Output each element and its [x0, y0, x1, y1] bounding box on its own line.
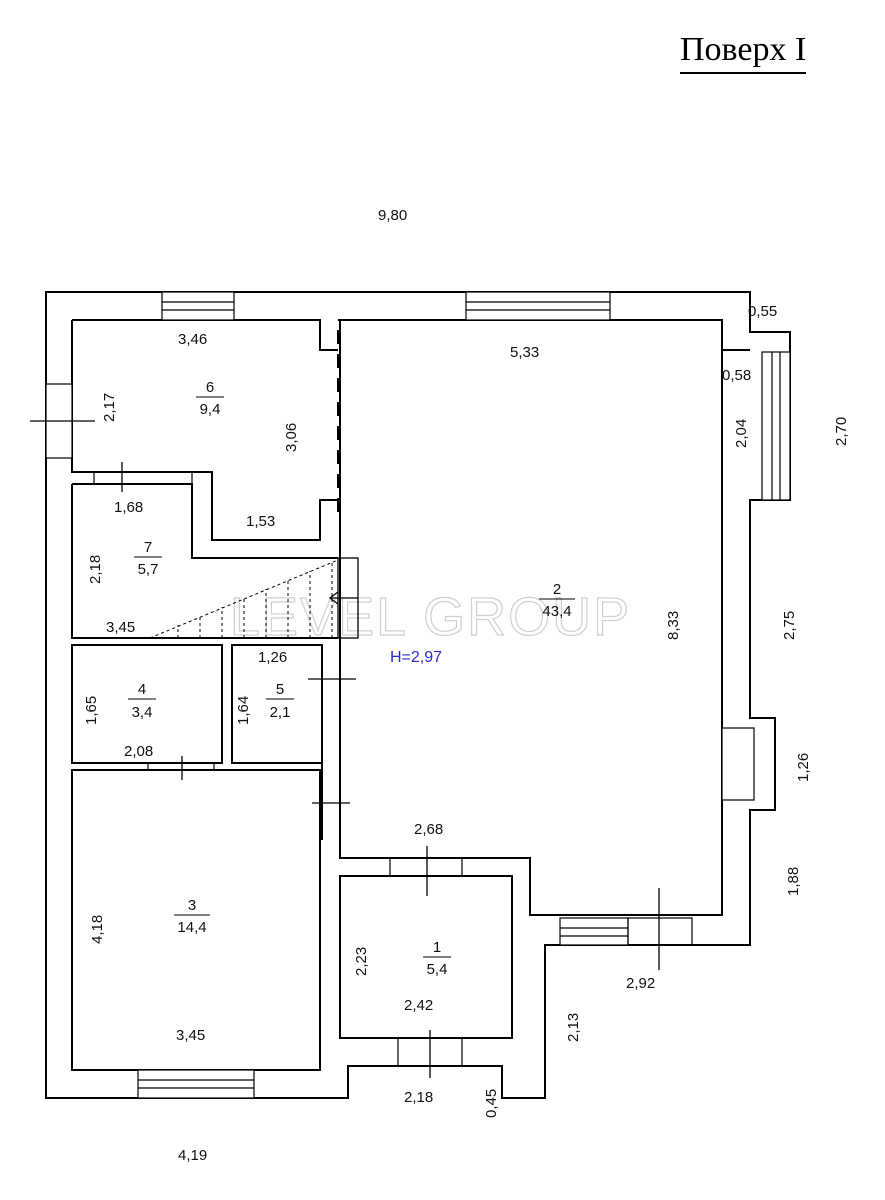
svg-text:3,4: 3,4: [132, 704, 153, 721]
dim-r3-h: 4,18: [89, 915, 106, 944]
dim-r7-stair: 3,45: [106, 619, 135, 636]
room-label-7: 7 5,7: [134, 539, 162, 578]
window-room-1-top: [389, 857, 463, 877]
dim-r5-w: 1,26: [258, 649, 287, 666]
door-ticks: [30, 420, 660, 1078]
room-4-walls: [71, 644, 223, 764]
dim-r1-h: 2,23: [353, 947, 370, 976]
room-label-1: 1 5,4: [423, 939, 451, 978]
dim-r6-inner: 3,06: [283, 423, 300, 452]
dim-bottom-total: 4,19: [178, 1147, 207, 1164]
dim-r7-w: 1,68: [114, 499, 143, 516]
outer-wall: [45, 291, 791, 1099]
dim-out-270: 2,70: [833, 417, 850, 446]
dim-out-045: 0,45: [483, 1089, 500, 1118]
window-right-mid: [721, 727, 755, 801]
room-label-5: 5 2,1: [266, 681, 294, 721]
dim-out-218: 2,18: [404, 1089, 433, 1106]
room-label-6: 6 9,4: [196, 379, 224, 418]
svg-text:14,4: 14,4: [177, 919, 206, 936]
stair-arrow-icon: [329, 591, 358, 605]
dim-r5-h: 1,64: [235, 696, 252, 725]
window-top-left: [161, 291, 235, 321]
dim-out-188: 1,88: [785, 867, 802, 896]
svg-text:5: 5: [276, 681, 284, 698]
dim-r1-w: 2,42: [404, 997, 433, 1014]
window-right-bay: [761, 351, 791, 501]
window-bottom-left: [137, 1069, 255, 1099]
dim-out-058: 0,58: [722, 367, 751, 384]
room-label-2: 2 43,4: [539, 581, 575, 620]
svg-text:6: 6: [206, 379, 214, 396]
window-top-center: [465, 291, 611, 321]
ceiling-height: H=2,97: [390, 649, 442, 666]
svg-text:9,4: 9,4: [200, 401, 221, 418]
dim-out-213: 2,13: [565, 1013, 582, 1042]
dim-out-292: 2,92: [626, 975, 655, 992]
room-label-4: 4 3,4: [128, 681, 156, 721]
dim-r2-b: 2,68: [414, 821, 443, 838]
svg-text:7: 7: [144, 539, 152, 556]
dim-r6-b: 1,53: [246, 513, 275, 530]
page-title: Поверх I: [680, 30, 807, 74]
dim-top-total: 9,80: [378, 207, 407, 224]
dim-out-126: 1,26: [795, 753, 812, 782]
door-room-4: [147, 762, 215, 771]
dim-r4-h: 1,65: [83, 696, 100, 725]
svg-text:1: 1: [433, 939, 441, 956]
svg-text:2,1: 2,1: [270, 704, 291, 721]
svg-text:3: 3: [188, 897, 196, 914]
door-room-7: [93, 471, 193, 485]
svg-text:2: 2: [553, 581, 561, 598]
svg-text:5,4: 5,4: [427, 961, 448, 978]
svg-text:4: 4: [138, 681, 146, 698]
dim-r6-w: 3,46: [178, 331, 207, 348]
dim-r6-h: 2,17: [101, 393, 118, 422]
dim-r2-top: 5,33: [510, 344, 539, 361]
dim-out-275: 2,75: [781, 611, 798, 640]
dim-r4-w: 2,08: [124, 743, 153, 760]
room-label-3: 3 14,4: [174, 897, 210, 936]
dim-r2-h: 8,33: [665, 611, 682, 640]
dim-r3-w: 3,45: [176, 1027, 205, 1044]
window-bottom-right: [559, 917, 693, 946]
dim-r7-h: 2,18: [87, 555, 104, 584]
svg-text:43,4: 43,4: [542, 603, 571, 620]
svg-text:5,7: 5,7: [138, 561, 159, 578]
dim-out-055: 0,55: [748, 303, 777, 320]
dim-r2-bay: 2,04: [733, 419, 750, 448]
